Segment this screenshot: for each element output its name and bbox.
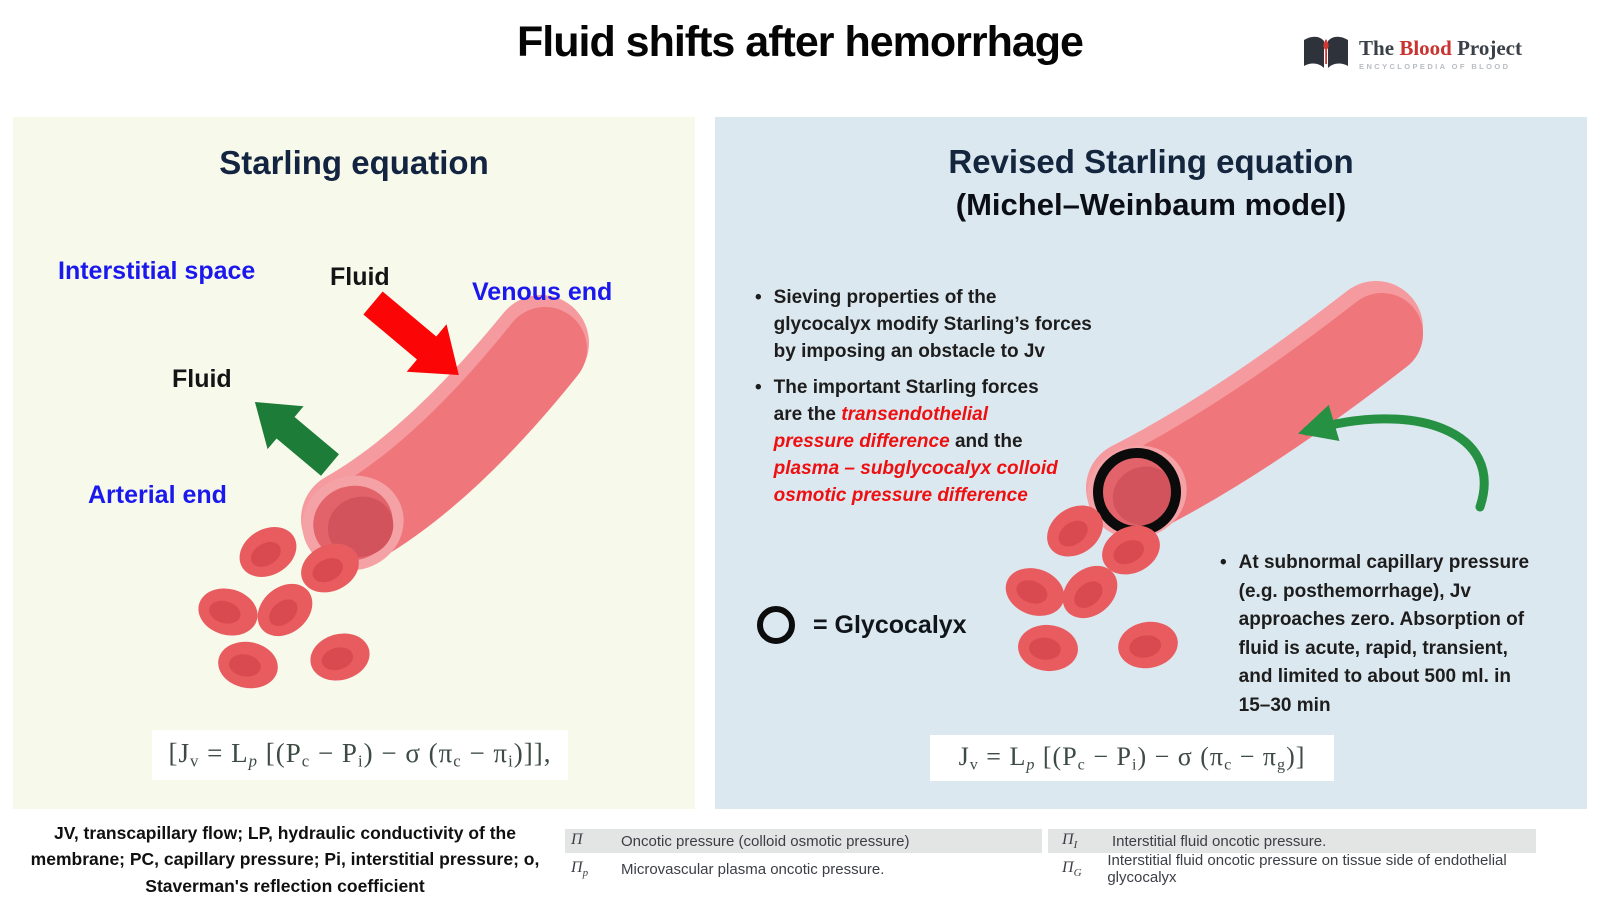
logo-wordmark: The Blood Project bbox=[1359, 35, 1522, 60]
blood-vessel-illustration-left bbox=[193, 291, 589, 693]
revised-equation-strip: Jv = Lp [(Pc − Pi) − σ (πc − πg)] bbox=[930, 735, 1334, 781]
label-arterial-end: Arterial end bbox=[88, 481, 227, 509]
description-cell: Interstitial fluid oncotic pressure on t… bbox=[1107, 852, 1507, 886]
glycocalyx-legend-label: = Glycocalyx bbox=[813, 610, 967, 639]
description-cell: Interstitial fluid oncotic pressure. bbox=[1112, 832, 1327, 850]
open-book-icon bbox=[1304, 36, 1349, 68]
description-cell: Microvascular plasma oncotic pressure. bbox=[621, 860, 885, 878]
symbol-cell: ΠI bbox=[1062, 830, 1078, 852]
symbol-cell: Πp bbox=[571, 858, 589, 880]
symbol-cell: Π bbox=[571, 830, 583, 848]
bullet-sieving: • Sieving properties of the glycocalyx m… bbox=[755, 287, 1092, 362]
label-fluid-left: Fluid bbox=[172, 365, 232, 393]
oncotic-pressure-table: Π Oncotic pressure (colloid osmotic pres… bbox=[565, 829, 1042, 885]
bullet-starling-forces: • The important Starling forces are the … bbox=[755, 377, 1058, 506]
logo-tagline: ENCYCLOPEDIA OF BLOOD bbox=[1359, 61, 1511, 71]
blood-drop-icon bbox=[1323, 39, 1329, 51]
table-row: Πp Microvascular plasma oncotic pressure… bbox=[565, 857, 1042, 881]
blood-vessel-illustration-right bbox=[998, 281, 1489, 674]
red-blood-cell-icon bbox=[193, 582, 263, 642]
table-row: ΠI Interstitial fluid oncotic pressure. bbox=[1048, 829, 1536, 853]
red-arrow-icon bbox=[363, 291, 459, 375]
starling-equation: [Jv = Lp [(Pc − Pi) − σ (πc − πi)]], bbox=[168, 738, 552, 771]
interstitial-pressure-table: ΠI Interstitial fluid oncotic pressure. … bbox=[1048, 829, 1536, 886]
red-blood-cell-icon bbox=[1114, 617, 1182, 673]
label-venous-end: Venous end bbox=[472, 278, 613, 306]
red-blood-cell-icon bbox=[214, 637, 282, 693]
description-cell: Oncotic pressure (colloid osmotic pressu… bbox=[621, 832, 910, 850]
red-blood-cell-icon bbox=[1016, 622, 1080, 674]
green-curved-arrow-icon bbox=[1297, 404, 1489, 512]
green-arrow-icon bbox=[254, 402, 339, 476]
revised-starling-equation: Jv = Lp [(Pc − Pi) − σ (πc − πg)] bbox=[958, 741, 1306, 774]
label-fluid-top: Fluid bbox=[330, 263, 390, 291]
label-interstitial-space: Interstitial space bbox=[58, 257, 256, 285]
blood-project-logo: The Blood Project ENCYCLOPEDIA OF BLOOD bbox=[1301, 32, 1522, 76]
bullet-subnormal-pressure: • At subnormal capillary pressure (e.g. … bbox=[1220, 552, 1530, 716]
vessel-opening bbox=[1087, 445, 1187, 539]
right-panel-title-line1: Revised Starling equation bbox=[948, 143, 1354, 180]
glycocalyx-circle-icon bbox=[757, 606, 795, 644]
starling-equation-strip: [Jv = Lp [(Pc − Pi) − σ (πc − πi)]], bbox=[152, 730, 568, 780]
table-row: ΠG Interstitial fluid oncotic pressure o… bbox=[1048, 852, 1536, 886]
symbol-cell: ΠG bbox=[1062, 858, 1082, 880]
abbreviations-footnote: JV, transcapillary flow; LP, hydraulic c… bbox=[30, 823, 540, 896]
right-panel-title-line2: (Michel–Weinbaum model) bbox=[955, 187, 1347, 222]
starling-equation-panel: Starling equation bbox=[13, 117, 695, 809]
red-blood-cell-icon bbox=[305, 627, 375, 687]
table-row: Π Oncotic pressure (colloid osmotic pres… bbox=[565, 829, 1042, 853]
glycocalyx-legend: = Glycocalyx bbox=[757, 606, 967, 644]
left-panel-title: Starling equation bbox=[219, 144, 489, 181]
red-blood-cell-icon bbox=[998, 560, 1072, 624]
red-blood-cell-icon bbox=[230, 517, 306, 587]
revised-starling-panel: Revised Starling equation (Michel–Weinba… bbox=[715, 117, 1587, 809]
page-title: Fluid shifts after hemorrhage bbox=[517, 18, 1084, 66]
